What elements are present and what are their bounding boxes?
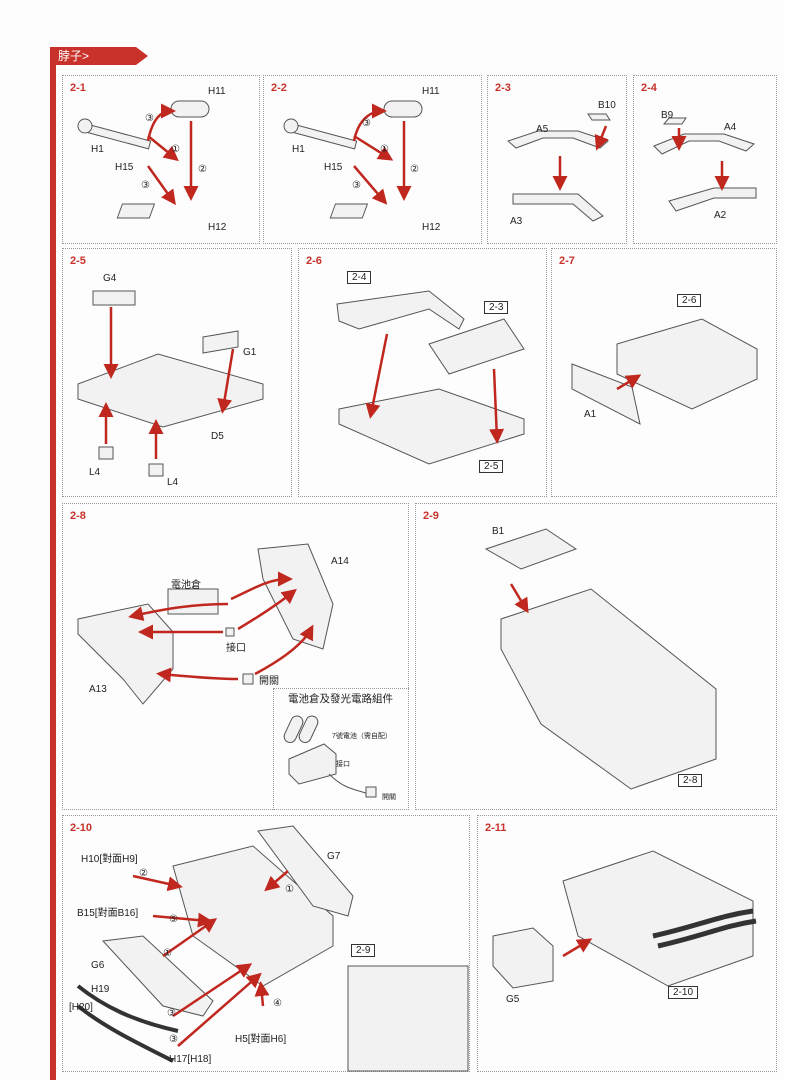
part-label: H19 (91, 984, 110, 995)
part-label: 7號電池（需自配） (332, 733, 392, 740)
part-label: ② (198, 164, 207, 175)
step-2-9: 2-9 B1 2-8 (415, 503, 777, 810)
step-2-11: 2-11 G5 2-10 (477, 815, 777, 1072)
part-label: G7 (327, 851, 341, 862)
step-2-8: 2-8 A14 電池倉 接口 開關 A13 (62, 503, 409, 810)
step-2-1: 2-1 H11 H1 H15 H12 ③ ① ② ③ (62, 75, 260, 244)
part-label: 2-8 (678, 774, 703, 787)
step-number: 2-8 (70, 510, 86, 522)
step-number: 2-9 (423, 510, 439, 522)
part-label: B15[對面B16] (77, 908, 139, 919)
part-label: 2-6 (677, 294, 702, 307)
step-2-10: 2-10 H10[對面H9] G7 B15[對面B16] 2-9 G6 H19 … (62, 815, 470, 1072)
section-tab: 脖子> (50, 47, 148, 65)
part-label: 電池倉 (171, 580, 201, 591)
part-label: 2-4 (347, 271, 372, 284)
part-label: ② (410, 164, 419, 175)
part-label: ④ (273, 998, 282, 1009)
part-label: H11 (208, 86, 226, 97)
part-label: G4 (103, 273, 117, 284)
side-accent-bar (50, 48, 56, 1080)
step-2-6: 2-6 2-4 2-3 2-5 (298, 248, 547, 497)
part-label: B10 (598, 100, 616, 111)
part-label: L4 (89, 467, 101, 478)
part-label: H12 (208, 222, 227, 233)
part-label: A5 (536, 124, 549, 135)
part-label: A14 (331, 556, 349, 567)
part-label: 開關 (382, 794, 396, 801)
part-label: 接口 (336, 761, 350, 768)
step-number: 2-3 (495, 82, 511, 94)
part-label: 電池倉及發光電路組件 (288, 693, 393, 705)
part-label: G6 (91, 960, 105, 971)
part-label: L4 (167, 477, 179, 488)
part-label: A3 (510, 216, 523, 227)
step-2-4: 2-4 B9 A4 A2 (633, 75, 777, 244)
step-number: 2-10 (70, 822, 93, 834)
part-label: G1 (243, 347, 257, 358)
part-label: 2-10 (668, 986, 699, 999)
part-label: 開關 (259, 676, 279, 687)
part-label: G5 (506, 994, 520, 1005)
part-label: H5[對面H6] (235, 1034, 287, 1045)
part-label: H17[H18] (169, 1054, 212, 1065)
part-label: ③ (362, 118, 371, 129)
step-2-2: 2-2 H11 H1 H15 H12 ③ ① ② ③ (263, 75, 482, 244)
part-label: A2 (714, 210, 727, 221)
part-label: H11 (422, 86, 440, 97)
part-label: D5 (211, 431, 224, 442)
part-label: ⑤ (169, 914, 178, 925)
part-label: ③ (169, 1034, 178, 1045)
part-label: H12 (422, 222, 441, 233)
part-label: ② (139, 868, 148, 879)
part-label: A4 (724, 122, 737, 133)
step-number: 2-7 (559, 255, 575, 267)
part-label: ③ (141, 180, 150, 191)
step-number: 2-6 (306, 255, 322, 267)
battery-circuit-inset: 電池倉及發光電路組件 7號電池（需自配） 接口 開關 (273, 688, 409, 810)
step-number: 2-5 (70, 255, 86, 267)
part-label: 2-9 (351, 944, 376, 957)
step-number: 2-4 (641, 82, 657, 94)
part-label: B1 (492, 526, 505, 537)
part-label: ① (171, 144, 180, 155)
part-label: ③ (352, 180, 361, 191)
part-label: 2-5 (479, 460, 504, 473)
part-label: H1 (91, 144, 104, 155)
part-label: B9 (661, 110, 674, 121)
step-2-7: 2-7 2-6 A1 (551, 248, 777, 497)
part-label: A13 (89, 684, 107, 695)
part-label: ① (285, 884, 294, 895)
step-number: 2-2 (271, 82, 287, 94)
part-label: H1 (292, 144, 305, 155)
part-label: ③ (145, 113, 154, 124)
part-label: H15 (324, 162, 343, 173)
part-label: ① (380, 144, 389, 155)
part-label: 接口 (226, 643, 246, 654)
part-label: [H20] (69, 1002, 93, 1013)
part-label: ① (163, 948, 172, 959)
step-number: 2-11 (485, 822, 507, 834)
part-label: H10[對面H9] (81, 854, 138, 865)
part-label: 2-3 (484, 301, 509, 314)
step-number: 2-1 (70, 82, 86, 94)
step-2-5: 2-5 G4 G1 D5 L4 L4 (62, 248, 292, 497)
step-2-3: 2-3 B10 A5 A3 (487, 75, 627, 244)
part-label: ③ (167, 1008, 176, 1019)
part-label: H15 (115, 162, 134, 173)
part-label: A1 (584, 409, 597, 420)
